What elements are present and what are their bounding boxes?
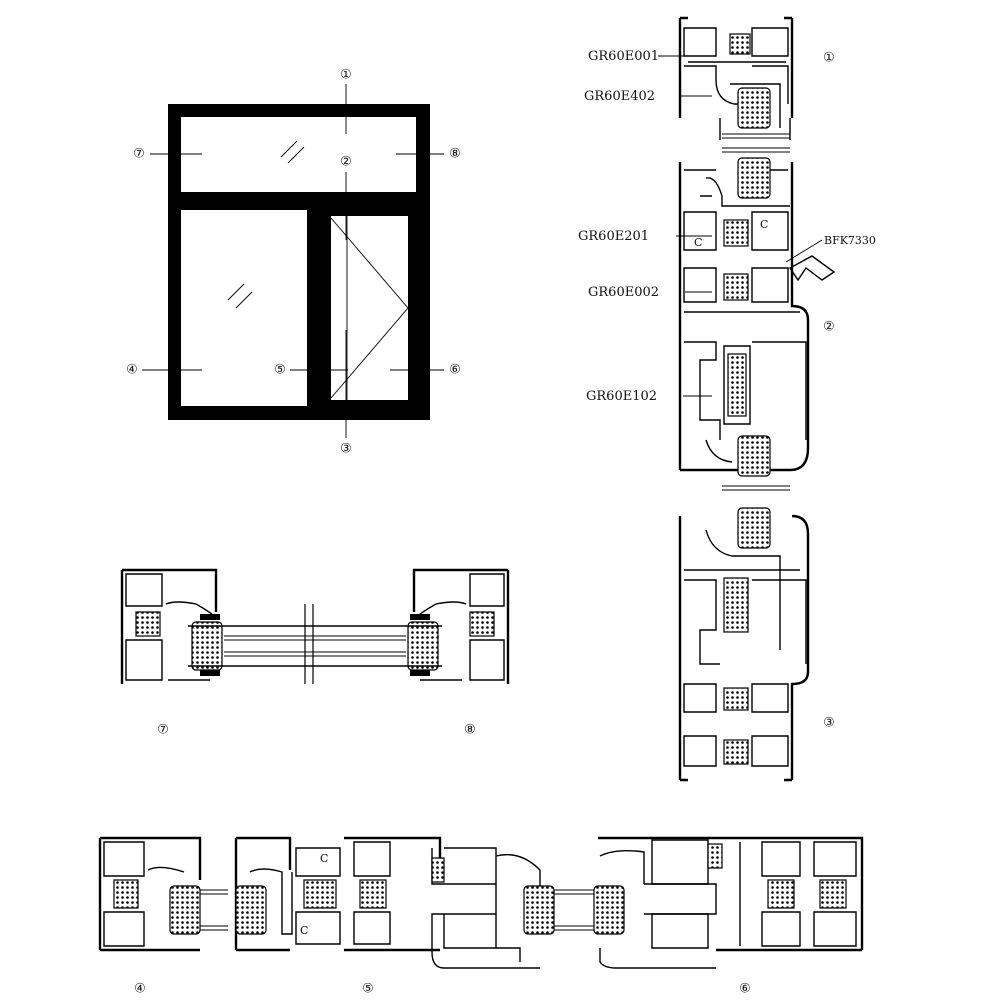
label-gr60e402: GR60E402	[584, 89, 655, 104]
glass-hatch-top	[280, 140, 305, 164]
caption-section-2: ②	[823, 320, 835, 335]
window-elevation	[142, 84, 444, 438]
callout-4: ④	[126, 363, 138, 378]
section-2-profile: C C	[678, 147, 836, 477]
opening-triangle	[330, 217, 409, 399]
profile-leaders	[658, 55, 823, 397]
caption-section-5: ⑤	[362, 982, 374, 997]
label-bfk7330: BFK7330	[824, 234, 876, 247]
svg-text:C: C	[320, 852, 328, 865]
callout-1: ①	[340, 68, 352, 83]
label-gr60e002: GR60E002	[588, 285, 659, 300]
label-gr60e201: GR60E201	[578, 229, 649, 244]
label-gr60e102: GR60E102	[586, 389, 657, 404]
caption-section-7: ⑦	[157, 723, 169, 738]
caption-section-3: ③	[823, 716, 835, 731]
section-1-profile	[678, 16, 794, 140]
svg-text:C: C	[300, 924, 308, 937]
section-7-8-profile	[120, 568, 510, 684]
label-gr60e001: GR60E001	[588, 49, 659, 64]
caption-section-1: ①	[823, 51, 835, 66]
caption-section-8: ⑧	[464, 723, 476, 738]
caption-section-6: ⑥	[739, 982, 751, 997]
section-4-5-6-profile: C C	[98, 836, 864, 969]
glass-hatch-left	[227, 283, 253, 309]
callout-3: ③	[340, 442, 352, 457]
vertical-section: C C	[658, 16, 836, 782]
callout-5: ⑤	[274, 363, 286, 378]
section-leaders	[142, 84, 444, 438]
section-3-profile	[678, 485, 810, 782]
callout-8: ⑧	[449, 147, 461, 162]
caption-section-4: ④	[134, 982, 146, 997]
svg-text:C: C	[694, 236, 702, 249]
callout-7: ⑦	[133, 147, 145, 162]
callout-2: ②	[340, 155, 352, 170]
svg-text:C: C	[760, 218, 768, 231]
callout-6: ⑥	[449, 363, 461, 378]
